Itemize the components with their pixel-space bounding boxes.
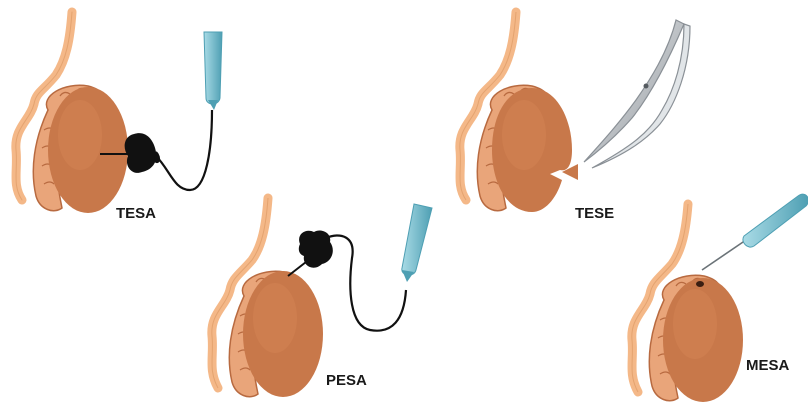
syringe-icon xyxy=(125,133,157,173)
tesa-panel: TESA xyxy=(16,12,222,222)
tese-panel: TESE xyxy=(460,12,690,222)
needle-icon xyxy=(743,194,808,247)
syringe-icon xyxy=(299,230,333,267)
suction-tubing xyxy=(156,110,212,190)
pesa-label: PESA xyxy=(326,372,367,389)
needle-icon xyxy=(288,262,306,276)
mesa-panel: MESA xyxy=(632,194,808,402)
surgical-scissors-icon xyxy=(584,20,690,168)
suction-tubing xyxy=(326,235,406,330)
mesa-label: MESA xyxy=(746,357,790,374)
needle-icon xyxy=(204,32,222,110)
tesa-label: TESA xyxy=(116,205,156,222)
puncture-site xyxy=(696,281,704,287)
pesa-panel: PESA xyxy=(212,198,432,397)
tese-label: TESE xyxy=(575,205,614,222)
needle-icon xyxy=(402,204,432,282)
needle-icon xyxy=(702,240,746,270)
